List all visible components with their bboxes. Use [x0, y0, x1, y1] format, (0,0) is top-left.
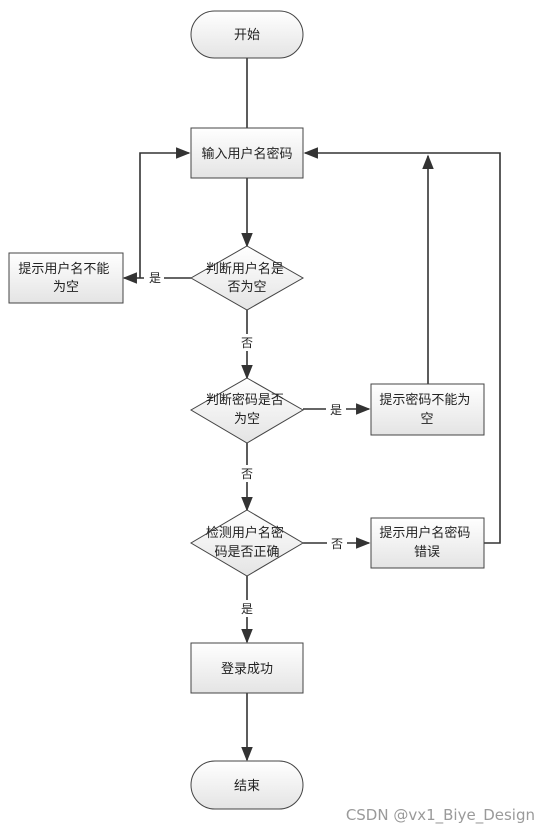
- prompt-username-empty-box: 提示用户名不能 为空: [8, 252, 124, 304]
- prompt-password-line2: 空: [420, 412, 433, 427]
- start-label: 开始: [234, 28, 260, 43]
- check-credentials-line1: 检测用户名密: [206, 525, 284, 541]
- check-password-line2: 为空: [234, 412, 260, 427]
- check-credentials-line2: 码是否正确: [214, 545, 279, 560]
- input-credentials-label: 输入用户名密码: [201, 146, 292, 162]
- edge-promptauth-input: [303, 147, 501, 544]
- check-password-decision: 判断密码是否 为空: [190, 377, 304, 444]
- start-terminal: 开始: [190, 10, 304, 59]
- end-label: 结束: [234, 779, 260, 794]
- svg-text:提示用户名密码 错误: 提示用户名密码 错误: [379, 525, 474, 560]
- prompt-password-line1: 提示密码不能为: [379, 392, 470, 408]
- check-username-line1: 判断用户名是: [206, 261, 284, 277]
- check-username-decision: 判断用户名是 否为空: [189, 245, 305, 311]
- label-user-yes: 是: [149, 271, 161, 285]
- login-success-box: 登录成功: [190, 642, 304, 694]
- prompt-credentials-line1: 提示用户名密码: [379, 525, 470, 541]
- prompt-username-line2: 为空: [53, 280, 79, 295]
- edge-promptuser-input: [139, 147, 191, 278]
- svg-text:判断用户名是 否为空: 判断用户名是 否为空: [206, 261, 288, 295]
- svg-text:判断密码是否 为空: 判断密码是否 为空: [206, 392, 288, 427]
- label-user-no: 否: [241, 336, 253, 350]
- prompt-credentials-line2: 错误: [414, 545, 440, 560]
- svg-text:检测用户名密 码是否正确: 检测用户名密 码是否正确: [206, 525, 288, 560]
- check-password-line1: 判断密码是否: [206, 392, 284, 408]
- prompt-password-empty-box: 提示密码不能为 空: [370, 383, 485, 436]
- watermark: CSDN @vx1_Biye_Design: [345, 806, 535, 824]
- login-success-label: 登录成功: [221, 662, 273, 677]
- label-pass-yes: 是: [330, 403, 342, 417]
- input-credentials-box: 输入用户名密码: [190, 127, 304, 179]
- check-credentials-decision: 检测用户名密 码是否正确: [190, 509, 304, 577]
- end-terminal: 结束: [190, 760, 304, 810]
- label-pass-no: 否: [241, 467, 253, 481]
- label-auth-yes: 是: [241, 602, 253, 616]
- check-username-line2: 否为空: [227, 280, 266, 295]
- svg-text:提示用户名不能 为空: 提示用户名不能 为空: [18, 261, 113, 295]
- label-auth-no: 否: [331, 537, 343, 551]
- svg-text:提示密码不能为 空: 提示密码不能为 空: [379, 392, 474, 427]
- prompt-username-line1: 提示用户名不能: [18, 261, 109, 277]
- prompt-credentials-error-box: 提示用户名密码 错误: [370, 517, 485, 569]
